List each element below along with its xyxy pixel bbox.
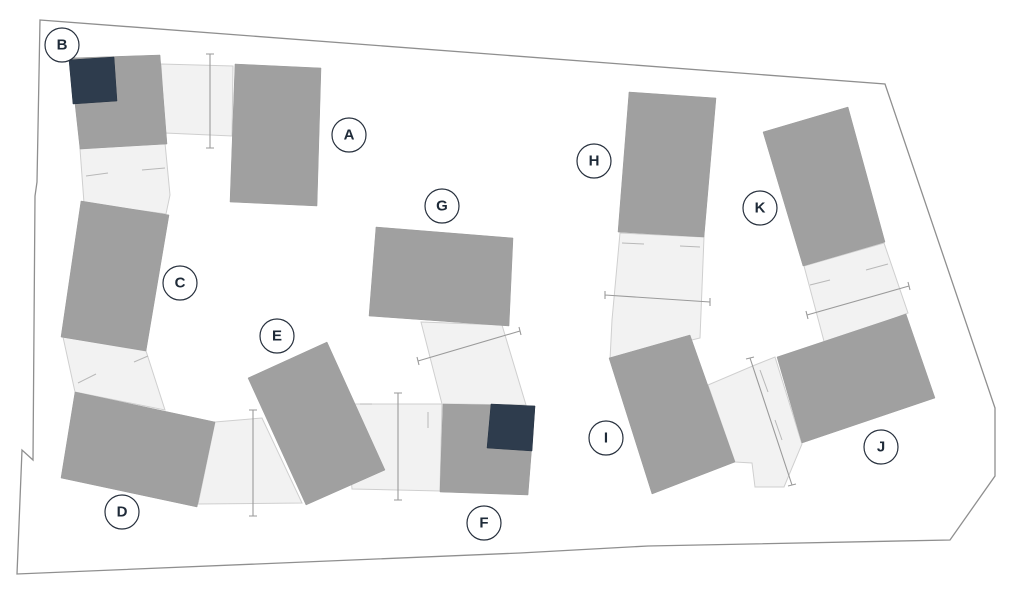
label-e-text: E: [272, 328, 282, 345]
building-j[interactable]: [776, 313, 936, 444]
connector-k-j: [803, 242, 909, 346]
building-d[interactable]: [60, 391, 216, 508]
building-k[interactable]: [762, 106, 886, 267]
label-c[interactable]: C: [162, 265, 198, 301]
connector-ticks: [77, 167, 889, 441]
buildings: [60, 54, 936, 508]
label-k-text: K: [755, 200, 766, 217]
building-labels: A B C D E F G H: [44, 27, 899, 541]
label-d-text: D: [117, 504, 128, 521]
connector-b-a: [160, 63, 234, 137]
label-a-text: A: [344, 127, 355, 144]
label-g[interactable]: G: [424, 188, 460, 224]
label-h[interactable]: H: [576, 143, 612, 179]
connector-g-f: [420, 321, 527, 406]
highlight-blocks: [68, 56, 536, 452]
label-i-text: I: [604, 430, 608, 447]
building-i[interactable]: [608, 334, 736, 495]
building-a[interactable]: [229, 63, 322, 207]
label-f-text: F: [479, 515, 488, 532]
building-c[interactable]: [60, 200, 170, 352]
label-j[interactable]: J: [863, 429, 899, 465]
building-e[interactable]: [247, 341, 386, 506]
highlight-block-f: [486, 403, 536, 452]
label-b-text: B: [57, 37, 68, 54]
label-a[interactable]: A: [331, 117, 367, 153]
label-b[interactable]: B: [44, 27, 80, 63]
label-d[interactable]: D: [104, 494, 140, 530]
connector-i-j: [707, 356, 803, 488]
label-k[interactable]: K: [742, 190, 778, 226]
label-c-text: C: [175, 275, 186, 292]
dimension-lines: [206, 53, 911, 517]
label-f[interactable]: F: [466, 505, 502, 541]
highlight-block-b: [68, 56, 118, 105]
label-i[interactable]: I: [588, 420, 624, 456]
building-g[interactable]: [368, 226, 514, 327]
label-j-text: J: [877, 439, 885, 456]
label-h-text: H: [589, 153, 600, 170]
label-g-text: G: [436, 198, 448, 215]
building-h[interactable]: [617, 91, 717, 238]
label-e[interactable]: E: [259, 318, 295, 354]
connectors: [62, 63, 909, 505]
